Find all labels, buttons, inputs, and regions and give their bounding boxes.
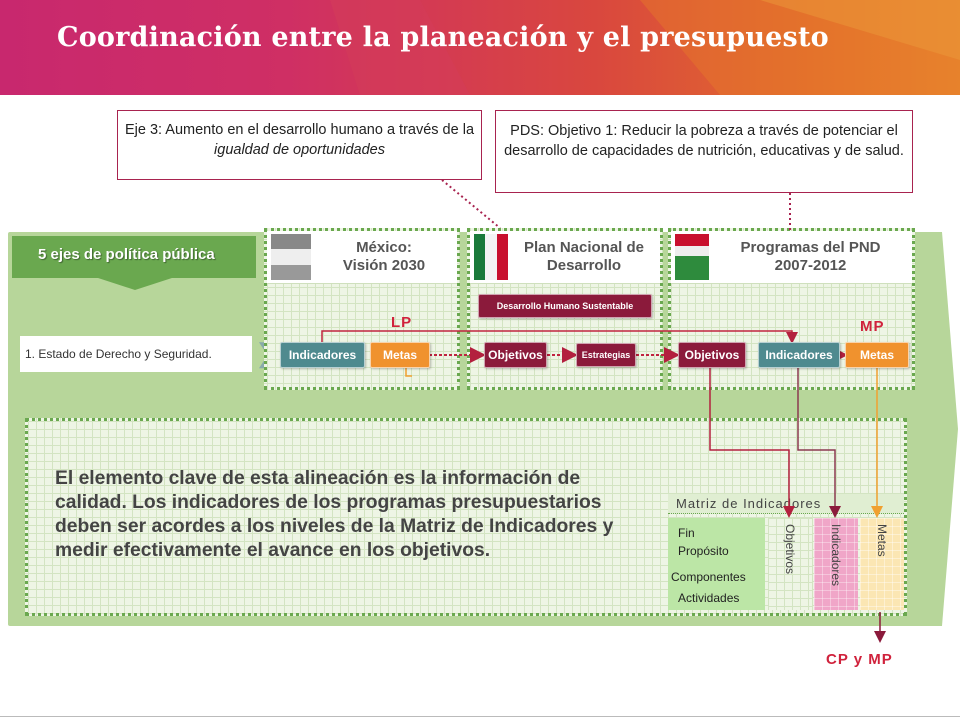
matriz-col-indicadores: Indicadores: [814, 518, 858, 610]
metas-pnd-pill: Metas: [845, 342, 909, 368]
callout-pds: PDS: Objetivo 1: Reducir la pobreza a tr…: [495, 110, 913, 193]
estrategias-pill: Estrategias: [576, 343, 636, 367]
objetivos-pill: Objetivos: [484, 342, 547, 368]
programas-box-title-line1: Programas del PND: [740, 239, 881, 256]
ejes-banner-pointer: [95, 277, 175, 290]
matriz-col-metas: Metas: [860, 518, 904, 610]
programas-box-title-line2: 2007-2012: [774, 257, 847, 274]
matriz-col-objetivos: Objetivos: [768, 518, 812, 610]
matriz-col-metas-label: Metas: [875, 524, 889, 557]
key-text: El elemento clave de esta alineación es …: [55, 468, 614, 561]
matriz-col-indicadores-label: Indicadores: [829, 524, 843, 587]
callout-eje3: Eje 3: Aumento en el desarrollo humano a…: [117, 110, 482, 180]
objetivos-pnd-pill: Objetivos: [678, 342, 746, 368]
header-decoration: [330, 0, 960, 95]
matriz-level-proposito: Propósito: [678, 544, 729, 558]
matriz-level-componentes: Componentes: [671, 570, 746, 584]
matriz-title: Matriz de Indicadores: [668, 494, 904, 514]
eje-item-label: 1. Estado de Derecho y Seguridad.: [25, 347, 212, 361]
matriz-level-actividades: Actividades: [678, 591, 740, 605]
ejes-banner: [12, 236, 256, 278]
lp-label: LP: [391, 314, 413, 331]
pnd-box-title-line1: Plan Nacional de: [523, 239, 645, 256]
matriz-col-objetivos-label: Objetivos: [783, 524, 797, 575]
callout-pds-text: PDS: Objetivo 1: Reducir la pobreza a tr…: [504, 123, 904, 159]
mexico-flag-icon: [474, 234, 508, 280]
callout-eje3-emphasis: igualdad de oportunidades: [214, 142, 385, 158]
pnd-box-title-line2: Desarrollo: [546, 257, 622, 274]
mexico-box-title-line1: México:: [356, 239, 412, 256]
mexico-seal-icon: [271, 234, 311, 280]
metas-pill: Metas: [370, 342, 430, 368]
callout-eje3-text: Eje 3: Aumento en el desarrollo humano a…: [124, 122, 475, 138]
desarrollo-humano-tag: Desarrollo Humano Sustentable: [478, 294, 652, 318]
programas-flag-icon: [675, 234, 709, 280]
callout-eje3-leader: [441, 179, 501, 229]
mp-label: MP: [860, 318, 885, 335]
indicadores-pill: Indicadores: [280, 342, 365, 368]
matriz-level-fin: Fin: [678, 526, 695, 540]
mexico-box-title-line2: Visión 2030: [342, 257, 426, 274]
page-title: Coordinación entre la planeación y el pr…: [57, 22, 829, 53]
ejes-banner-label: 5 ejes de política pública: [38, 246, 215, 263]
eje-item-box: 1. Estado de Derecho y Seguridad.: [20, 336, 252, 372]
indicadores-pnd-pill: Indicadores: [758, 342, 840, 368]
header-banner: Coordinación entre la planeación y el pr…: [0, 0, 960, 95]
bottom-divider: [0, 716, 960, 717]
matriz-levels: Fin Propósito Componentes Actividades: [668, 518, 765, 610]
cp-mp-label: CP y MP: [826, 651, 893, 668]
